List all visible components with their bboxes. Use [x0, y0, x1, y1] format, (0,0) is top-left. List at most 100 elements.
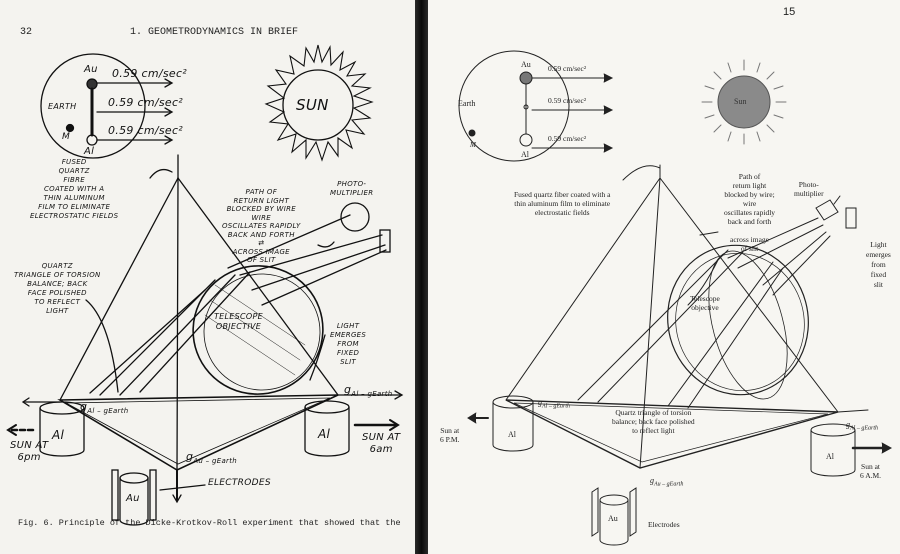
light-path-line: across image [730, 235, 769, 244]
light-path-line: wire [742, 199, 757, 208]
light-path-label-right: Path of return light blocked by wire; wi… [724, 172, 775, 253]
light-path-line: ⇄ [258, 239, 265, 247]
right-diagram [458, 50, 893, 546]
light-path-line: PATH OF [245, 188, 278, 196]
fiber-label-line: FIBRE [63, 176, 86, 184]
triangle-label-line: TRIANGLE OF TORSION [14, 271, 101, 279]
g-subscript: Au – g [654, 481, 670, 488]
slit-line: LIGHT [336, 322, 360, 330]
slit-label-right: Light emerges from fixed slit [866, 240, 891, 290]
slit-line: FROM [337, 340, 359, 348]
triangle-label-line: LIGHT [46, 307, 69, 315]
light-path-line: WIRE [251, 213, 272, 222]
earth-label-left: EARTH [48, 102, 77, 111]
book-gutter [415, 0, 428, 554]
accel-3-left: 0.59 cm/sec² [108, 124, 184, 137]
triangle-label-left: QUARTZ TRIANGLE OF TORSION BALANCE; BACK… [14, 262, 101, 316]
sun-6am-line: 6am [369, 444, 393, 455]
electrodes-label-left: ELECTRODES [208, 478, 271, 488]
earth-label-right: Earth [458, 99, 476, 108]
light-path-line: of slit [740, 244, 759, 253]
slit-line: SLIT [340, 358, 357, 366]
electrodes-label-right: Electrodes [648, 520, 680, 529]
light-path-line: Path of [738, 172, 761, 181]
photomultiplier-label-right: Photo- multiplier [794, 180, 824, 198]
photomultiplier-label-left: PHOTO- MULTIPLIER [330, 180, 373, 198]
triangle-label-line: FACE POLISHED [27, 289, 87, 297]
triangle-label-right: Quartz triangle of torsion balance; back… [612, 408, 695, 435]
g-subscript: Earth [556, 403, 571, 410]
au-label-left: Au [84, 64, 98, 75]
fiber-label-line: ELECTROSTATIC FIELDS [30, 212, 119, 220]
sun-label-right: Sun [734, 97, 747, 106]
slit-line: EMERGES [330, 331, 367, 339]
fiber-label-right: Fused quartz fiber coated with a thin al… [514, 190, 610, 217]
fiber-label-line: THIN ALUMINUM [43, 194, 105, 202]
sun-6pm-left: SUN AT 6pm [10, 440, 48, 464]
g-au-earth-right: gAu – gEarth [650, 476, 683, 488]
sun-6am-line: Sun at [861, 462, 880, 471]
accel-2-right: 0.59 cm/sec² [548, 96, 587, 105]
al-ball-left [86, 134, 98, 146]
sun-6pm-line: 6pm [17, 452, 41, 463]
g-al-earth-right-r: gAl – gEarth [846, 420, 878, 432]
telescope-label-right: Telescope objective [690, 294, 720, 312]
fiber-label-line: electrostatic fields [534, 208, 590, 217]
fiber-label-line: thin aluminum film to eliminate [514, 199, 611, 208]
g-subscript: Al – g [542, 403, 557, 410]
sun-label-left: SUN [296, 96, 329, 114]
g-al-earth-left-b: gAl – gEarth [344, 383, 393, 398]
light-path-line: OF SLIT [247, 256, 276, 264]
telescope-line: OBJECTIVE [215, 322, 262, 331]
fiber-label-line: FUSED [61, 158, 87, 166]
page-number-right: 15 [783, 6, 796, 18]
g-al-earth-left-a: gAl – gEarth [80, 400, 129, 415]
fiber-label-line: Fused quartz fiber coated with a [514, 190, 611, 199]
sun-6pm-right: Sun at 6 P.M. [440, 426, 459, 444]
light-path-line: return light [732, 181, 767, 190]
g-al-earth-left-r: gAl – gEarth [538, 398, 570, 410]
moon-label-right: M [470, 141, 476, 149]
g-symbol: g [538, 398, 542, 407]
light-path-line: OSCILLATES RAPIDLY [222, 222, 301, 230]
figure-caption: Fig. 6. Principle of the Dicke-Krotkov-R… [18, 518, 401, 528]
g-symbol: g [80, 400, 88, 413]
left-page: 32 1. GEOMETRODYNAMICS IN BRIEF [0, 0, 415, 554]
fiber-label-line: FILM TO ELIMINATE [38, 203, 111, 211]
al-left-cyl-label-right: Al [508, 430, 516, 439]
telescope-line: Telescope [690, 294, 720, 303]
page-number-left: 32 [20, 27, 33, 38]
light-path-line: back and forth [727, 217, 772, 226]
fiber-label-left: FUSED QUARTZ FIBRE COATED WITH A THIN AL… [30, 158, 118, 221]
g-subscript: Earth [372, 390, 393, 399]
moon-label-left: M [62, 132, 71, 142]
slit-line: FIXED [336, 349, 360, 357]
light-path-line: RETURN LIGHT [233, 196, 290, 205]
slit-label-left: LIGHT EMERGES FROM FIXED SLIT [330, 322, 366, 367]
g-symbol: g [344, 383, 352, 396]
accel-1-right: 0.59 cm/sec² [548, 64, 587, 73]
photomultiplier-line: PHOTO- [337, 180, 367, 188]
g-symbol: g [186, 450, 194, 463]
sun-6pm-line: Sun at [440, 426, 460, 435]
sun-6am-line: 6 A.M. [860, 471, 882, 480]
slit-line: fixed [870, 270, 887, 279]
g-subscript: Al – g [351, 390, 373, 399]
sun-6am-left: SUN AT 6am [362, 432, 400, 456]
running-head: 1. GEOMETRODYNAMICS IN BRIEF [130, 27, 299, 38]
photomultiplier-left [340, 202, 370, 232]
light-path-line: ACROSS IMAGE [232, 247, 290, 256]
light-path-line: BLOCKED BY WIRE [226, 205, 297, 213]
au-ball-right [519, 71, 533, 85]
light-path-line: blocked by wire; [724, 190, 775, 199]
au-cyl-label-left: Au [126, 493, 140, 504]
accel-2-left: 0.59 cm/sec² [108, 96, 184, 109]
telescope-line: objective [691, 303, 719, 312]
moon-dot-left [65, 123, 75, 133]
slit-line: Light [870, 240, 887, 249]
g-subscript: Earth [669, 481, 684, 488]
au-cyl-label-right: Au [608, 514, 618, 523]
accel-3-right: 0.59 cm/sec² [548, 134, 587, 143]
light-path-line: BACK AND FORTH [227, 230, 295, 239]
al-label-left: Al [84, 146, 95, 157]
